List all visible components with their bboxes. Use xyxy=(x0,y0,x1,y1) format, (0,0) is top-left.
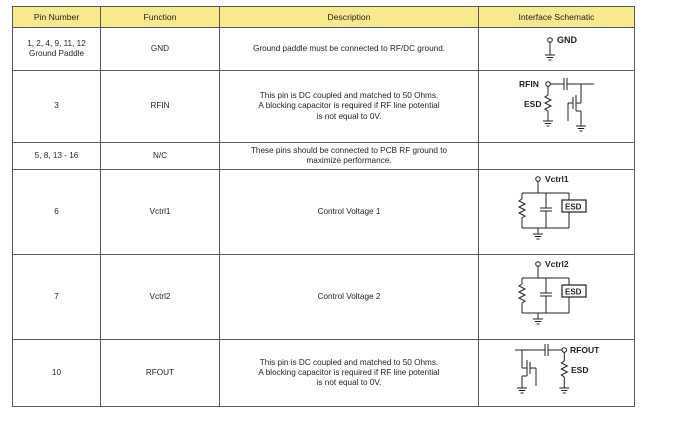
description-cell: This pin is DC coupled and matched to 50… xyxy=(219,339,479,407)
gnd-label: GND xyxy=(557,35,578,45)
pin-number-cell: 1, 2, 4, 9, 11, 12 Ground Paddle xyxy=(12,27,101,71)
table-row: 10 RFOUT This pin is DC coupled and matc… xyxy=(12,339,635,407)
rfin-schematic: RFIN ESD xyxy=(519,78,594,132)
description-line: This pin is DC coupled and matched to 50… xyxy=(259,91,439,101)
vctrl1-label: Vctrl1 xyxy=(545,174,569,184)
function-cell: RFIN xyxy=(100,70,220,143)
description-cell: Ground paddle must be connected to RF/DC… xyxy=(219,27,479,71)
gnd-schematic: GND xyxy=(545,35,578,61)
function-cell: Vctrl1 xyxy=(100,169,220,255)
table-row: 5, 8, 13 - 16 N/C These pins should be c… xyxy=(12,142,635,170)
header-description: Description xyxy=(219,6,479,28)
description-cell: Control Voltage 2 xyxy=(219,254,479,340)
function-cell: RFOUT xyxy=(100,339,220,407)
description-cell: This pin is DC coupled and matched to 50… xyxy=(219,70,479,143)
pin-number-cell: 5, 8, 13 - 16 xyxy=(12,142,101,170)
schematic-cell-empty xyxy=(478,142,635,170)
header-pin-number: Pin Number xyxy=(12,6,101,28)
rfout-label: RFOUT xyxy=(570,345,600,355)
pin-number-cell: 10 xyxy=(12,339,101,407)
description-cell: Control Voltage 1 xyxy=(219,169,479,255)
description-line: This pin is DC coupled and matched to 50… xyxy=(259,357,439,367)
description-line: A blocking capacitor is required if RF l… xyxy=(258,367,440,377)
schematic-cell: Vctrl1 ESD xyxy=(478,169,635,255)
function-cell: Vctrl2 xyxy=(100,254,220,340)
pin-number-line: 6 xyxy=(54,206,59,216)
pin-number-line: 3 xyxy=(54,101,59,111)
description-line: A blocking capacitor is required if RF l… xyxy=(258,101,440,111)
table-row: 3 RFIN This pin is DC coupled and matche… xyxy=(12,70,635,143)
pin-number-cell: 7 xyxy=(12,254,101,340)
function-cell: N/C xyxy=(100,142,220,170)
description-line: Ground paddle must be connected to RF/DC… xyxy=(252,43,446,53)
table-header-row: Pin Number Function Description Interfac… xyxy=(12,6,635,28)
vctrl2-schematic: Vctrl2 ESD xyxy=(517,259,587,325)
esd-label: ESD xyxy=(565,288,582,297)
pin-number-line: 7 xyxy=(54,291,59,301)
pin-number-cell: 3 xyxy=(12,70,101,143)
pin-number-cell: 6 xyxy=(12,169,101,255)
description-line: is not equal to 0V. xyxy=(316,378,382,388)
schematic-cell: RFOUT ESD xyxy=(478,339,635,407)
esd-label: ESD xyxy=(524,99,541,109)
pin-description-table: Pin Number Function Description Interfac… xyxy=(12,6,635,407)
pin-number-line: 1, 2, 4, 9, 11, 12 xyxy=(27,38,86,48)
table-row: 6 Vctrl1 Control Voltage 1 xyxy=(12,169,635,255)
vctrl2-label: Vctrl2 xyxy=(545,259,569,269)
description-line: Control Voltage 1 xyxy=(317,206,381,216)
schematic-cell: GND xyxy=(478,27,635,71)
description-line: maximize performance. xyxy=(306,156,392,165)
rfout-schematic: RFOUT ESD xyxy=(515,344,600,394)
pin-number-line: Ground Paddle xyxy=(28,49,85,58)
function-cell: GND xyxy=(100,27,220,71)
header-function: Function xyxy=(100,6,220,28)
pin-number-line: 10 xyxy=(51,367,62,377)
header-interface-schematic: Interface Schematic xyxy=(478,6,635,28)
vctrl1-schematic: Vctrl1 ESD xyxy=(517,174,587,240)
rfin-label: RFIN xyxy=(519,79,539,89)
description-cell: These pins should be connected to PCB RF… xyxy=(219,142,479,170)
esd-label: ESD xyxy=(565,203,582,212)
schematic-cell: RFIN ESD xyxy=(478,70,635,143)
schematic-cell: Vctrl2 ESD xyxy=(478,254,635,340)
description-line: These pins should be connected to PCB RF… xyxy=(250,145,448,155)
description-line: Control Voltage 2 xyxy=(317,291,381,301)
description-line: is not equal to 0V. xyxy=(316,111,382,121)
pin-number-line: 5, 8, 13 - 16 xyxy=(34,150,79,160)
table-row: 7 Vctrl2 Control Voltage 2 xyxy=(12,254,635,340)
esd-label: ESD xyxy=(571,365,588,375)
table-row: 1, 2, 4, 9, 11, 12 Ground Paddle GND Gro… xyxy=(12,27,635,71)
